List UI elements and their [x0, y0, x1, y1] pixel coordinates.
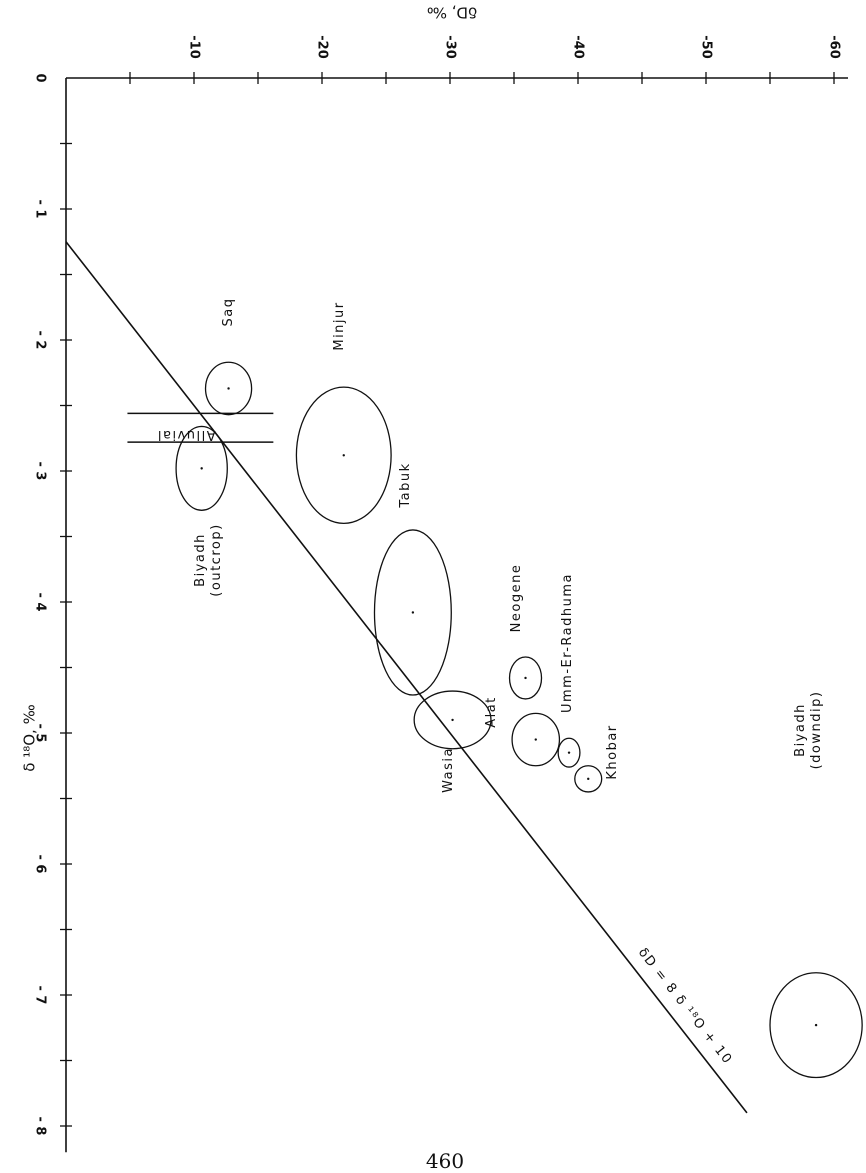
cluster-centre [567, 751, 571, 754]
cluster-label-line: Wasia [441, 747, 456, 793]
cluster-ellipse [508, 656, 543, 700]
cluster-centre [814, 1023, 818, 1027]
d18o-tick-label: - 6 [33, 855, 48, 874]
cluster-label-line: Saq [221, 298, 236, 327]
dD-tick-label: -40 [571, 35, 586, 59]
cluster-ellipse [769, 972, 863, 1079]
page-number: 460 [426, 1149, 464, 1173]
cluster-label-line: Alat [484, 696, 499, 728]
cluster-centre [534, 738, 537, 741]
axes [65, 77, 848, 1153]
cluster-ellipse [574, 765, 603, 793]
cluster-ellipse [511, 712, 561, 767]
cluster-label: Neogene [509, 564, 524, 633]
cluster-ellipse [413, 690, 492, 750]
cluster-centre [524, 676, 527, 680]
cluster-label: Biyadh(downdip) [793, 691, 824, 770]
cluster-label-line: Biyadh [193, 533, 208, 587]
dD-tick-label: -10 [187, 35, 202, 59]
d18o-tick-label: - 8 [33, 1117, 48, 1136]
cluster-centre [200, 467, 203, 470]
cluster-label: Minjur [332, 301, 347, 350]
cluster-label: Saq [221, 298, 236, 327]
cluster-label: Alluvial [156, 427, 215, 442]
dD-tick-label: -30 [443, 35, 458, 59]
cluster-centre [227, 387, 230, 390]
tick-labels: -10 -20 -30 -40 -50 -60 0 - 1 - 2 - 3 - 4 - 5 - 6 - 7… [33, 35, 842, 1135]
cluster-label-line: Minjur [332, 301, 347, 350]
cluster-label-line: Khobar [605, 724, 620, 779]
dD-tick-label: -20 [315, 35, 330, 59]
cluster-label-line: Umm-Er-Radhuma [560, 573, 575, 713]
dD-tick-label: -60 [827, 35, 842, 59]
cluster-centre [587, 777, 590, 781]
d18o-tick-label: 0 [33, 73, 48, 82]
cluster-label-line: Biyadh [793, 703, 808, 757]
cluster-centre [451, 718, 454, 722]
d18o-tick-label: - 4 [33, 593, 48, 612]
dD-axis-title: δD, ‰ [427, 4, 477, 22]
cluster-label-line: (outcrop) [209, 523, 224, 596]
dD-tick-label: -50 [699, 35, 714, 59]
d18o-tick-label: - 2 [33, 331, 48, 350]
axis-titles: δD, ‰ δ ¹⁸O, ‰ [21, 4, 478, 772]
cluster-label-line: (downdip) [809, 691, 824, 770]
d18o-tick-label: - 7 [33, 986, 48, 1005]
reference-line-label: δD = 8 δ ¹⁸O + 10 [635, 945, 735, 1067]
cluster-label-line: Tabuk [398, 462, 413, 508]
cluster-label-line: Neogene [509, 564, 524, 633]
clusters [127, 361, 863, 1079]
d18o-tick-label: - 3 [33, 462, 48, 481]
reference-line [65, 241, 748, 1114]
cluster-ellipse [175, 425, 228, 511]
cluster-ellipse [373, 529, 452, 696]
cluster-label: Wasia [441, 747, 456, 793]
cluster-label-line: Alluvial [156, 427, 215, 442]
cluster-label: Biyadh(outcrop) [193, 523, 224, 596]
d18o-axis-title: δ ¹⁸O, ‰ [21, 704, 39, 771]
cluster-label: Umm-Er-Radhuma [560, 573, 575, 713]
cluster-centre [342, 454, 345, 457]
d18o-tick-label: - 5 [33, 724, 48, 743]
cluster-label: Tabuk [398, 462, 413, 508]
cluster-ellipse [295, 386, 392, 525]
d18o-tick-label: - 1 [33, 200, 48, 219]
cluster-ellipse [557, 737, 581, 768]
cluster-ellipse [204, 361, 253, 416]
reference-line-group: δD = 8 δ ¹⁸O + 10 [65, 241, 748, 1114]
cluster-label: Alat [484, 696, 499, 728]
cluster-label: Khobar [605, 724, 620, 779]
tick-marks [60, 72, 835, 1127]
cluster-labels: SaqAlluvialBiyadh(outcrop)MinjurTabukWas… [156, 298, 824, 793]
cluster-centre [411, 611, 415, 614]
